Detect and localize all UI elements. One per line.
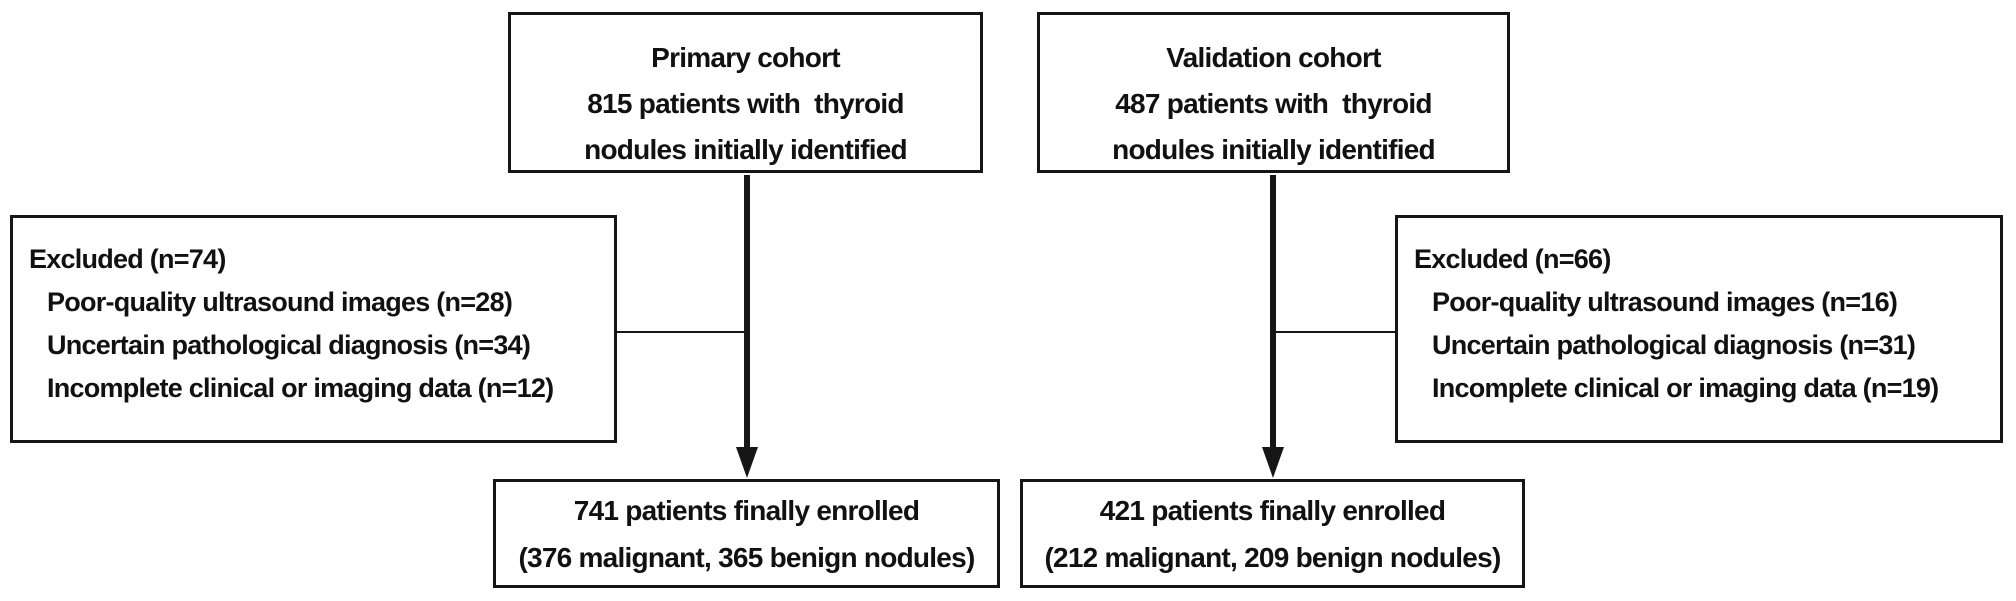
validation-cohort-title: Validation cohort — [1166, 42, 1381, 73]
primary-excluded-item: Poor-quality ultrasound images (n=28) — [47, 287, 513, 317]
primary-excluded-connector — [617, 331, 745, 333]
primary-cohort-box: Primary cohort 815 patients with thyroid… — [508, 12, 983, 173]
primary-excluded-item: Uncertain pathological diagnosis (n=34) — [47, 330, 531, 360]
validation-flow-arrow-line — [1270, 175, 1276, 449]
primary-flow-arrowhead-icon — [736, 447, 758, 478]
validation-cohort-detail: nodules initially identified — [1112, 134, 1436, 165]
validation-excluded-connector — [1275, 331, 1395, 333]
primary-cohort-title: Primary cohort — [651, 42, 840, 73]
validation-excluded-item: Incomplete clinical or imaging data (n=1… — [1432, 373, 1939, 403]
primary-excluded-header: Excluded (n=74) — [29, 244, 226, 274]
primary-enrolled-count: 741 patients finally enrolled — [573, 495, 920, 526]
primary-excluded-item: Incomplete clinical or imaging data (n=1… — [47, 373, 554, 403]
validation-flow-arrowhead-icon — [1262, 447, 1284, 478]
primary-cohort-count: 815 patients with thyroid — [587, 88, 904, 119]
validation-excluded-box: Excluded (n=66) Poor-quality ultrasound … — [1395, 215, 2003, 443]
validation-excluded-header: Excluded (n=66) — [1414, 244, 1611, 274]
validation-excluded-item: Uncertain pathological diagnosis (n=31) — [1432, 330, 1916, 360]
validation-enrolled-box: 421 patients finally enrolled (212 malig… — [1020, 479, 1525, 588]
validation-enrolled-count: 421 patients finally enrolled — [1099, 495, 1446, 526]
validation-cohort-count: 487 patients with thyroid — [1115, 88, 1432, 119]
primary-flow-arrow-line — [744, 175, 750, 449]
validation-excluded-item: Poor-quality ultrasound images (n=16) — [1432, 287, 1898, 317]
primary-excluded-box: Excluded (n=74) Poor-quality ultrasound … — [10, 215, 617, 443]
primary-enrolled-box: 741 patients finally enrolled (376 malig… — [493, 479, 1000, 588]
primary-enrolled-breakdown: (376 malignant, 365 benign nodules) — [518, 542, 975, 573]
primary-cohort-detail: nodules initially identified — [584, 134, 908, 165]
validation-enrolled-breakdown: (212 malignant, 209 benign nodules) — [1044, 542, 1501, 573]
validation-cohort-box: Validation cohort 487 patients with thyr… — [1037, 12, 1510, 173]
